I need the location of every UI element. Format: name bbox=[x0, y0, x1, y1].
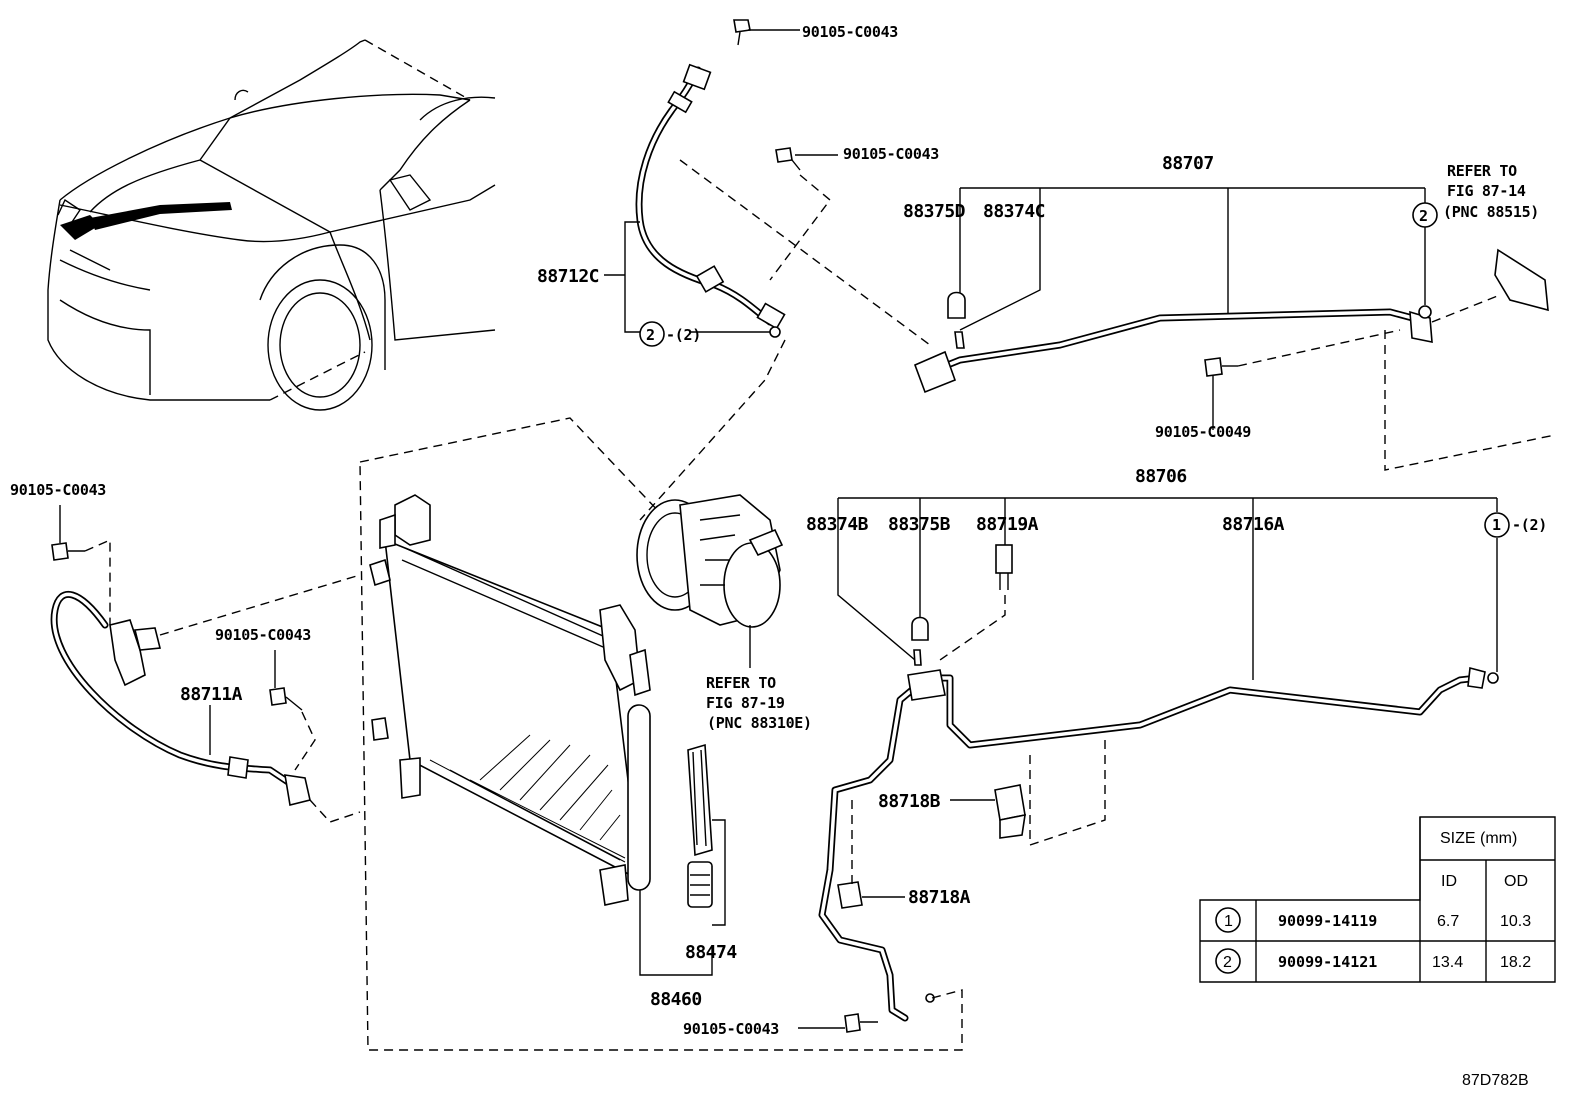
label-88712c: 88712C bbox=[537, 266, 599, 287]
label-88718a: 88718A bbox=[908, 887, 971, 908]
label-bolt-88707: 90105-C0049 bbox=[1155, 423, 1251, 441]
condenser-88460 bbox=[359, 417, 713, 976]
compressor-illustration bbox=[636, 494, 784, 668]
suction-tube-88707 bbox=[913, 187, 1556, 471]
label-88718b: 88718B bbox=[878, 791, 941, 812]
label-88374b: 88374B bbox=[806, 514, 869, 535]
label-88716a: 88716A bbox=[1222, 514, 1285, 535]
label-refer-mid-2: FIG 87-19 bbox=[706, 694, 785, 712]
label-88375d: 88375D bbox=[903, 201, 966, 222]
size-row-2-od: 18.2 bbox=[1500, 954, 1531, 971]
size-row-1-id: 6.7 bbox=[1437, 913, 1459, 930]
vehicle-locator-illustration bbox=[47, 39, 496, 411]
size-row-1-key: 1 bbox=[1224, 913, 1233, 930]
suction-hose-88711a bbox=[50, 505, 361, 823]
size-row-1-od: 10.3 bbox=[1500, 913, 1531, 930]
label-bolt-top: 90105-C0043 bbox=[802, 23, 898, 41]
size-row-1-part: 90099-14119 bbox=[1278, 912, 1377, 930]
label-88460: 88460 bbox=[650, 989, 702, 1010]
label-refer-mid-1: REFER TO bbox=[706, 674, 776, 692]
discharge-hose-88712c bbox=[604, 19, 931, 521]
label-ring1-right: 1 bbox=[1492, 516, 1501, 534]
label-88474: 88474 bbox=[685, 942, 737, 963]
label-bolt-left: 90105-C0043 bbox=[10, 481, 106, 499]
label-ring2-left-qty: -(2) bbox=[666, 326, 701, 344]
label-88711a: 88711A bbox=[180, 684, 243, 705]
label-bolt-top2: 90105-C0043 bbox=[843, 145, 939, 163]
label-refer-mid-3: (PNC 88310E) bbox=[707, 714, 812, 732]
label-88374c: 88374C bbox=[983, 201, 1045, 222]
label-88719a: 88719A bbox=[976, 514, 1039, 535]
label-ring2-left: 2 bbox=[646, 326, 655, 344]
liquid-tube-88706 bbox=[359, 461, 1510, 1051]
label-ring2-right: 2 bbox=[1419, 207, 1428, 225]
label-refer-top-1: REFER TO bbox=[1447, 162, 1517, 180]
label-refer-top-2: FIG 87-14 bbox=[1447, 182, 1526, 200]
size-table-col-id: ID bbox=[1441, 873, 1457, 890]
label-bolt-bottom: 90105-C0043 bbox=[683, 1020, 779, 1038]
label-refer-top-3: (PNC 88515) bbox=[1443, 203, 1539, 221]
label-88707: 88707 bbox=[1162, 153, 1214, 174]
label-88375b: 88375B bbox=[888, 514, 951, 535]
size-table: SIZE (mm) ID OD 1 90099-14119 6.7 10.3 2… bbox=[1199, 816, 1556, 983]
size-table-col-od: OD bbox=[1504, 873, 1528, 890]
size-row-2-key: 2 bbox=[1223, 954, 1232, 971]
figure-code: 87D782B bbox=[1462, 1072, 1529, 1089]
size-table-header: SIZE (mm) bbox=[1440, 830, 1517, 847]
callout-labels: 90105-C0043 90105-C0043 88712C 2 -(2) 88… bbox=[10, 23, 1547, 1089]
dryer-element-88474 bbox=[687, 743, 726, 926]
label-bolt-left2: 90105-C0043 bbox=[215, 626, 311, 644]
size-row-2-part: 90099-14121 bbox=[1278, 953, 1377, 971]
label-ring1-right-qty: -(2) bbox=[1512, 516, 1547, 534]
label-88706: 88706 bbox=[1135, 466, 1187, 487]
size-row-2-id: 13.4 bbox=[1432, 954, 1463, 971]
